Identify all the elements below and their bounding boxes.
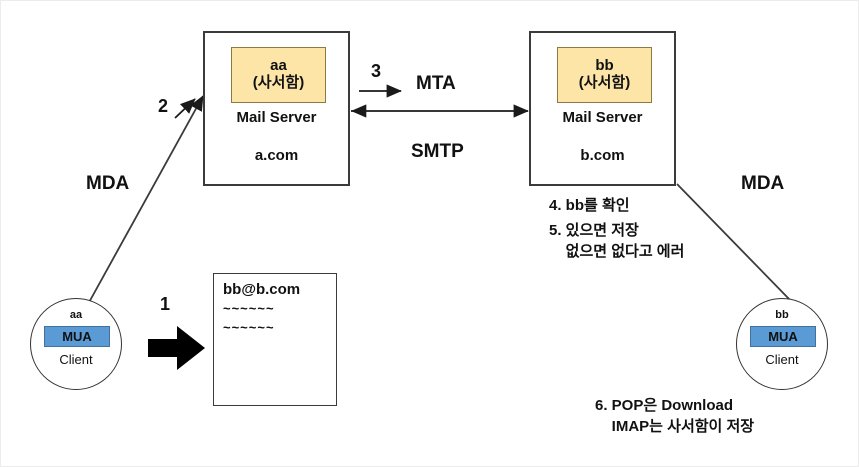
client-bb-mua: MUA <box>750 326 816 347</box>
step-number-1: 1 <box>160 294 171 314</box>
message-body-line-2: ~~~~~~ <box>223 320 275 335</box>
message-recipient-address: bb@b.com <box>223 281 301 298</box>
client-bb-label: Client <box>765 352 799 367</box>
label-mta: MTA <box>416 73 456 94</box>
mailbox-aa-subtitle: (사서함) <box>252 74 305 91</box>
client-bb: bb MUA Client <box>736 298 828 390</box>
mail-server-a: aa (사서함) Mail Server a.com <box>203 31 350 186</box>
mailbox-bb: bb (사서함) <box>557 47 652 103</box>
mailbox-aa: aa (사서함) <box>231 47 326 103</box>
client-bb-id: bb <box>775 309 789 321</box>
mail-server-b-role: Mail Server <box>562 109 643 126</box>
step-2-pointer <box>174 98 196 119</box>
mail-server-a-domain: a.com <box>254 147 299 164</box>
step-1-block-arrow <box>148 326 205 370</box>
mail-server-a-role: Mail Server <box>236 109 317 126</box>
note-step-5: 5. 있으면 저장 없으면 없다고 에러 <box>549 222 685 261</box>
note-step-4: 4. bb를 확인 <box>549 197 630 214</box>
message-document: bb@b.com ~~~~~~ ~~~~~~ <box>213 273 337 406</box>
label-smtp: SMTP <box>411 141 464 162</box>
message-body-line-1: ~~~~~~ <box>223 300 275 316</box>
client-aa-mua: MUA <box>44 326 110 347</box>
step-number-3: 3 <box>371 61 382 81</box>
step-number-2: 2 <box>158 96 169 116</box>
label-mda-right: MDA <box>741 173 785 194</box>
label-mda-left: MDA <box>86 173 130 194</box>
client-aa-label: Client <box>59 352 93 367</box>
mail-server-b: bb (사서함) Mail Server b.com <box>529 31 676 186</box>
mailbox-bb-subtitle: (사서함) <box>578 74 631 91</box>
note-step-6: 6. POP은 Download IMAP는 사서함이 저장 <box>595 397 755 436</box>
mailbox-bb-id: bb <box>595 57 614 75</box>
client-aa: aa MUA Client <box>30 298 122 390</box>
client-aa-id: aa <box>69 309 83 321</box>
connector-mda-left <box>86 95 204 307</box>
mailbox-aa-id: aa <box>270 57 287 75</box>
connector-mda-right <box>676 183 792 302</box>
mail-server-b-domain: b.com <box>580 147 625 164</box>
